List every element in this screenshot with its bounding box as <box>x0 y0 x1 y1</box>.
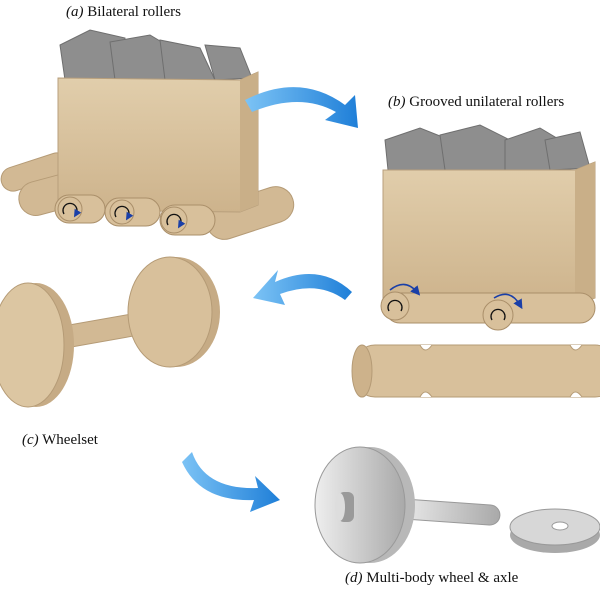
grooved-roller <box>351 344 600 398</box>
arrow-a-to-b <box>245 87 358 128</box>
wheelset <box>0 256 220 408</box>
multi-body-wheel-axle <box>314 446 600 564</box>
label-c: (c) Wheelset <box>22 432 98 449</box>
label-a-text: Bilateral rollers <box>87 4 181 20</box>
label-b-text: Grooved unilateral rollers <box>409 94 565 110</box>
label-a: (a) Bilateral rollers <box>66 4 181 21</box>
cart-bilateral-rollers <box>0 29 295 240</box>
arrow-b-to-c <box>253 270 352 305</box>
label-c-letter: (c) <box>22 432 39 448</box>
label-d: (d) Multi-body wheel & axle <box>345 570 518 587</box>
rocks <box>59 29 253 81</box>
arrow-c-to-d <box>182 452 280 512</box>
label-a-letter: (a) <box>66 4 84 20</box>
label-b: (b) Grooved unilateral rollers <box>388 94 564 111</box>
label-c-text: Wheelset <box>42 432 98 448</box>
cart-grooved-unilateral-rollers <box>380 124 596 331</box>
label-d-letter: (d) <box>345 570 363 586</box>
label-b-letter: (b) <box>388 94 406 110</box>
label-d-text: Multi-body wheel & axle <box>366 570 519 586</box>
